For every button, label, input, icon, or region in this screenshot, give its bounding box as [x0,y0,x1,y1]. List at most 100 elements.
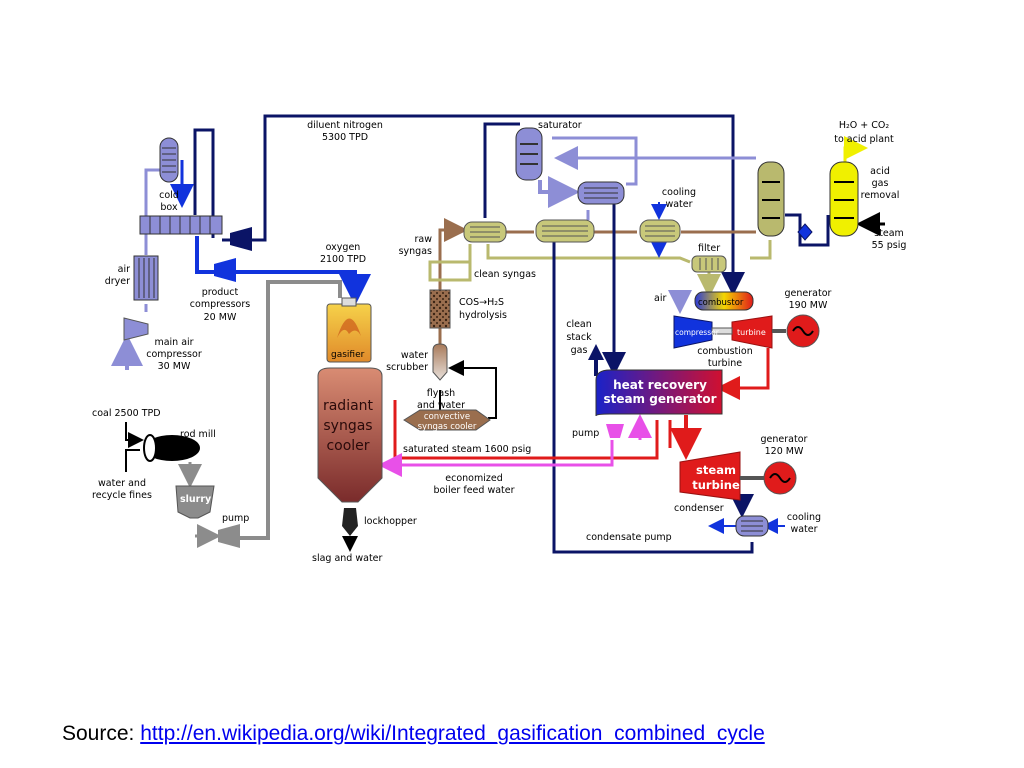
hrsg [595,369,723,417]
label-condenser: condenser [674,503,724,514]
raw-syngas-exchanger [463,221,507,243]
label-condensate-pump: condensate pump [586,532,672,543]
gt-generator-shaft [772,329,786,333]
main-air-compressor [123,317,149,341]
diluent-nitrogen-line [222,114,745,296]
label-pump-slurry: pump [222,513,249,524]
label-saturated-steam: saturated steam 1600 psig [403,444,531,455]
clean-syngas-return [428,244,472,282]
syngas-filter [691,255,727,273]
lockhopper [342,508,358,536]
cos-hydrolysis-bed [429,289,451,329]
acid-gas-column-2 [829,161,859,237]
stack-arrow-icon [588,344,604,360]
economized-bfw [378,440,614,477]
radiant-syngas-cooler [317,367,383,503]
acid-gas-to-acid-plant [843,136,868,168]
label-filter: filter [698,243,720,254]
source-link[interactable]: http://en.wikipedia.org/wiki/Integrated_… [140,722,765,745]
pump-to-gasifier [240,280,342,540]
label-clean-syngas: clean syngas [474,269,536,280]
label-pump-hrsg: pump [572,428,599,439]
oxygen-line-2 [195,236,371,306]
air-dryer [133,255,159,301]
coal-arrow [125,422,144,448]
label-slurry: slurry [180,494,212,505]
gt-compressor [673,315,713,349]
condensate-return [552,228,754,554]
label-slag: slag and water [312,553,383,564]
label-gasifier: gasifier [331,350,365,360]
saturated-steam-line [393,400,659,460]
generator-190-wave [792,326,814,336]
convective-syngas-cooler [403,409,491,431]
cold-box-bank [139,215,223,235]
product-compressor-1 [230,227,252,251]
gasifier-top-nozzle [341,297,357,307]
generator-120-wave [769,473,791,483]
label-lockhopper: lockhopper [364,516,417,527]
source-prefix: Source: [62,722,141,745]
st-generator-shaft [740,476,764,480]
acid-gas-column-1 [757,161,785,237]
slurry-pump [218,524,240,548]
clean-syngas-line [486,244,691,264]
saturator-top [552,136,638,186]
clean-syngas-exchanger [535,219,595,243]
flyash-loop [448,360,497,419]
label-compressor: compressor [675,328,720,337]
label-rod-mill: rod mill [180,429,216,440]
label-saturator: saturator [538,120,582,131]
product-compressor-2 [214,258,236,282]
label-air: air [654,293,666,304]
rod-mill [143,434,200,462]
combustor [694,291,754,311]
saturator-loop [538,176,580,208]
label-coal: coal 2500 TPD [92,408,161,419]
condenser [735,515,769,537]
hrsg-pump [606,424,624,438]
label-combustor: combustor [698,298,744,308]
syngas-to-filter [750,240,772,260]
saturator-exchanger [577,181,625,205]
acid-gas-loop [785,213,830,247]
acid-gas-valve [797,223,813,241]
air-line [144,168,160,255]
water-arrow [125,449,140,472]
cooling-water-exchanger [639,219,681,243]
cold-box-column-lines [162,147,176,173]
turbine-exhaust [716,348,770,400]
source-citation: Source: http://en.wikipedia.org/wiki/Int… [62,722,765,746]
gt-shaft [711,327,733,335]
water-scrubber [432,343,448,381]
saturator [515,127,543,181]
steam-turbine [679,451,741,501]
saturator-feed [483,122,520,218]
